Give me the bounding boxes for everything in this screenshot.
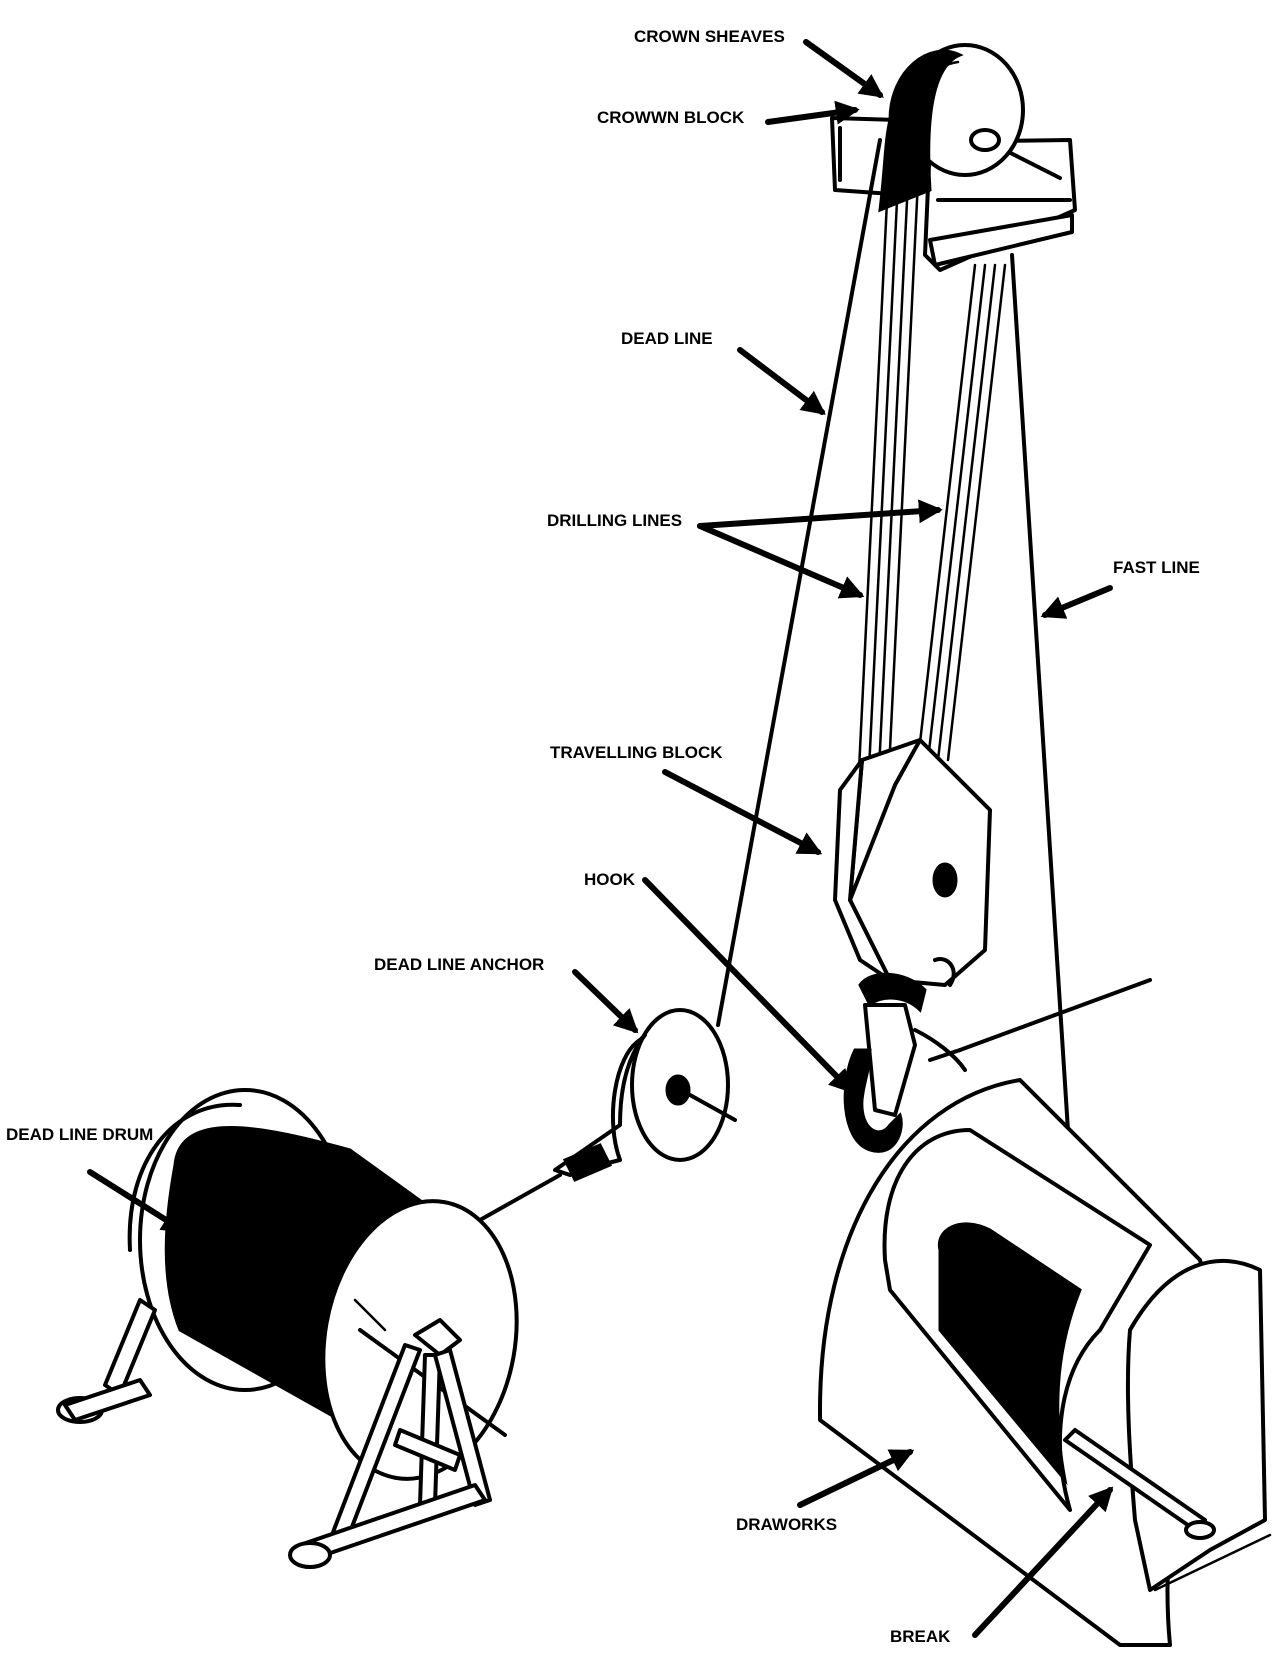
- label-draworks: DRAWORKS: [736, 1449, 915, 1534]
- label-crown-sheaves: CROWN SHEAVES: [634, 27, 884, 98]
- dead-line: [716, 138, 882, 1027]
- label-crown-block: CROWWN BLOCK: [597, 100, 860, 127]
- draworks: [818, 978, 1272, 1647]
- dead-line-anchor: [553, 1008, 737, 1182]
- label-break: BREAK: [890, 1486, 1114, 1646]
- svg-text:DRILLING LINES: DRILLING LINES: [547, 511, 682, 530]
- svg-text:HOOK: HOOK: [584, 870, 636, 889]
- svg-text:FAST LINE: FAST LINE: [1113, 558, 1200, 577]
- svg-text:TRAVELLING BLOCK: TRAVELLING BLOCK: [550, 743, 723, 762]
- label-dead-line-drum: DEAD LINE DRUM: [6, 1125, 187, 1233]
- hook: [843, 972, 967, 1153]
- label-hook: HOOK: [584, 870, 854, 1094]
- svg-text:DEAD LINE: DEAD LINE: [621, 329, 713, 348]
- label-travelling-block: TRAVELLING BLOCK: [550, 743, 823, 855]
- svg-text:CROWWN BLOCK: CROWWN BLOCK: [597, 108, 745, 127]
- dead-line-to-drum: [478, 1173, 562, 1222]
- label-drilling-lines: DRILLING LINES: [547, 499, 943, 599]
- label-fast-line: FAST LINE: [1040, 558, 1200, 619]
- label-dead-line-anchor: DEAD LINE ANCHOR: [374, 955, 639, 1034]
- label-dead-line: DEAD LINE: [621, 329, 826, 415]
- svg-text:CROWN SHEAVES: CROWN SHEAVES: [634, 27, 785, 46]
- svg-text:BREAK: BREAK: [890, 1627, 951, 1646]
- travelling-block: [833, 738, 992, 987]
- drilling-lines: [856, 138, 1007, 792]
- crown-sheaves: [878, 43, 1025, 213]
- dead-line-drum: [56, 1088, 519, 1569]
- svg-text:DRAWORKS: DRAWORKS: [736, 1515, 837, 1534]
- fast-line: [1010, 253, 1077, 1242]
- svg-text:DEAD LINE DRUM: DEAD LINE DRUM: [6, 1125, 153, 1144]
- svg-text:DEAD LINE ANCHOR: DEAD LINE ANCHOR: [374, 955, 544, 974]
